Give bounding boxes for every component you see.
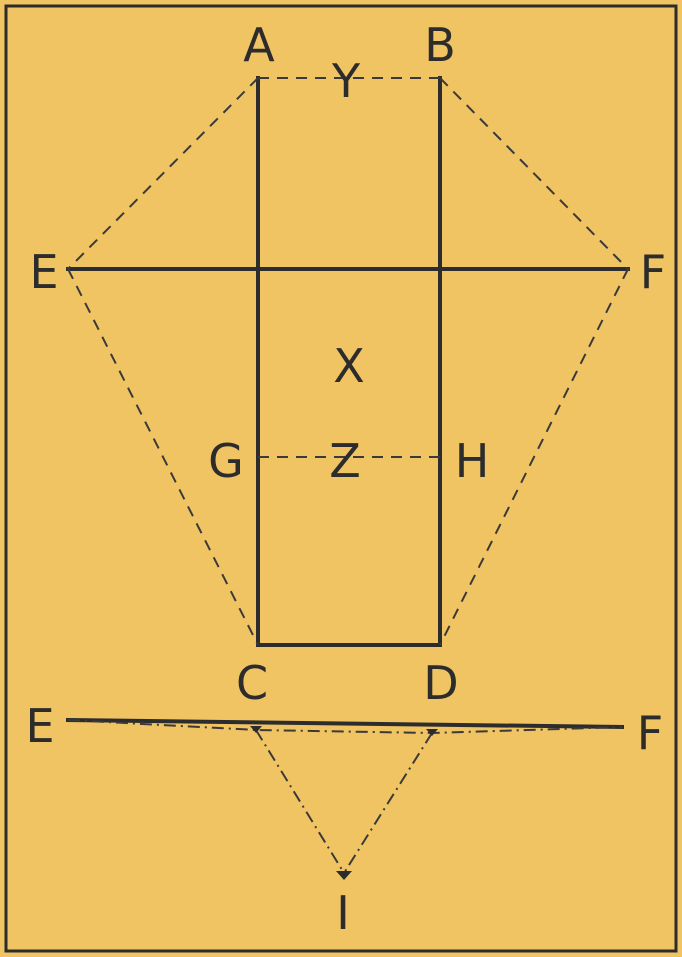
label-F-top: F bbox=[640, 245, 666, 299]
dashed-line-EC bbox=[67, 268, 259, 646]
dashed-line-FD bbox=[439, 268, 629, 646]
label-E-top: E bbox=[29, 245, 58, 299]
tick-mark-c bbox=[250, 726, 262, 733]
label-D: D bbox=[423, 656, 458, 710]
label-X: X bbox=[333, 339, 365, 393]
label-B: B bbox=[424, 18, 456, 72]
label-Y: Y bbox=[331, 54, 361, 108]
label-I: I bbox=[336, 886, 350, 940]
dashdot-fold-line bbox=[67, 719, 623, 735]
label-H: H bbox=[455, 434, 490, 488]
label-Z: Z bbox=[329, 434, 361, 488]
label-E-bottom: E bbox=[25, 699, 54, 753]
tick-mark-d bbox=[426, 729, 438, 736]
label-C: C bbox=[236, 656, 268, 710]
label-F-bottom: F bbox=[637, 706, 663, 760]
dashed-line-AE bbox=[67, 77, 259, 270]
dashdot-line-CI bbox=[255, 729, 345, 874]
tick-mark-i bbox=[336, 871, 352, 880]
dashed-line-BF bbox=[439, 77, 629, 270]
line-EF-bottom bbox=[65, 717, 625, 730]
label-G: G bbox=[208, 434, 244, 488]
label-A: A bbox=[243, 18, 275, 72]
frame-border bbox=[4, 4, 678, 953]
dashdot-line-DI bbox=[343, 732, 433, 874]
